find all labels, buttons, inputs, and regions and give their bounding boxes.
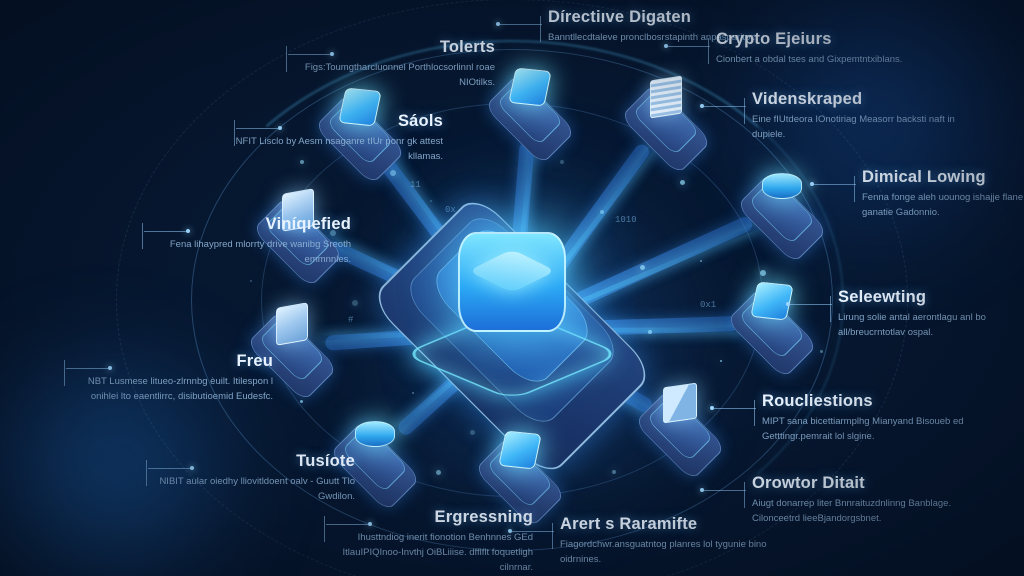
particle xyxy=(700,260,702,262)
callout-body-ergressning: Ihusttndiog inerit fionotion Benhnnes GE… xyxy=(342,532,533,573)
server-stack-icon xyxy=(646,75,686,119)
glowing-cube-icon xyxy=(750,280,794,322)
callout-body-crypto-ejeurs: Cionbert a obdal tses and Gixpemtntxibla… xyxy=(716,54,903,66)
hub-core-icon xyxy=(458,232,566,332)
callout-title-tolerts: Tolerts xyxy=(439,38,495,56)
callout-title-directive-digatan: Dírectiıve Digaten xyxy=(548,8,691,26)
callout-body-sacls: NFIT Lisclo by Aesm nsaganre tIUr ponr g… xyxy=(235,136,443,162)
callout-body-rouclieqtions: MIPT sana bicettiarmplhg Mianyand Bisoue… xyxy=(762,416,964,442)
callout-body-tolerts: Figs:Toumgtharcluonnel Porthlocsorlinnl … xyxy=(304,62,495,88)
callout-title-seleawting: Seleewting xyxy=(838,288,927,306)
callout-title-viniqefied: Viníqıefied xyxy=(265,215,351,233)
callout-title-videnskraped: Videnskraped xyxy=(752,90,863,108)
callout-body-freel: NBT Lusmese litueo-zlrnnbg èuilt. Itiles… xyxy=(87,376,273,402)
node-top-right[interactable] xyxy=(607,65,725,175)
hub-core-cap-icon xyxy=(468,249,556,293)
wallet-slab-icon xyxy=(272,301,312,346)
node-right-lower[interactable] xyxy=(621,371,739,481)
node-right[interactable] xyxy=(713,269,831,379)
callout-title-arert-raramifte: Arert s Raramifte xyxy=(560,515,698,533)
callout-title-tusiote: Tusíote xyxy=(296,452,355,470)
particle xyxy=(680,180,685,185)
callout-title-crypto-ejeurs: Crypto Ejeiurs xyxy=(716,30,832,48)
callout-title-orowtor-ditait: Orowtor Ditait xyxy=(752,474,865,492)
disc-platter-icon xyxy=(355,413,395,455)
callout-title-rouclieqtions: Roucliestions xyxy=(762,392,873,410)
callout-body-seleawting: Lirung solie antal aerontlagu anl bo all… xyxy=(838,312,986,338)
particle xyxy=(300,400,303,403)
callout-title-ergressning: Ergressning xyxy=(434,508,533,526)
disc-coin-icon xyxy=(762,165,802,207)
callout-body-arert-raramifte: Fiagordchwr.ansguatntog planres lol tygu… xyxy=(560,539,767,565)
glowing-cube-icon xyxy=(508,66,552,108)
callout-body-orowtor-ditait: Aiugt donarrep liter Bnnraituzdnlinng Ba… xyxy=(752,498,952,524)
chip-block-icon xyxy=(498,429,542,471)
node-right-upper[interactable] xyxy=(723,154,841,264)
callout-body-dimical-lowing: Fenna fonge aleh uounog ishajje flane th… xyxy=(862,192,1024,218)
book-ledger-icon xyxy=(660,382,700,424)
callout-title-sacls: Sáols xyxy=(397,112,443,130)
callout-title-dimical-lowing: Dimical Lowing xyxy=(862,168,986,186)
callout-body-tusiote: NIBIT aular oiedhy lliovitldoent oalv - … xyxy=(159,476,355,502)
callout-body-videnskraped: Eine fIUtdeora IOnotiriag Measorr backst… xyxy=(752,114,955,140)
callout-title-freel: Freu xyxy=(236,352,273,370)
callout-body-viniqefied: Fena lihaypred mlorrty drive wanibg Sreo… xyxy=(169,239,351,265)
